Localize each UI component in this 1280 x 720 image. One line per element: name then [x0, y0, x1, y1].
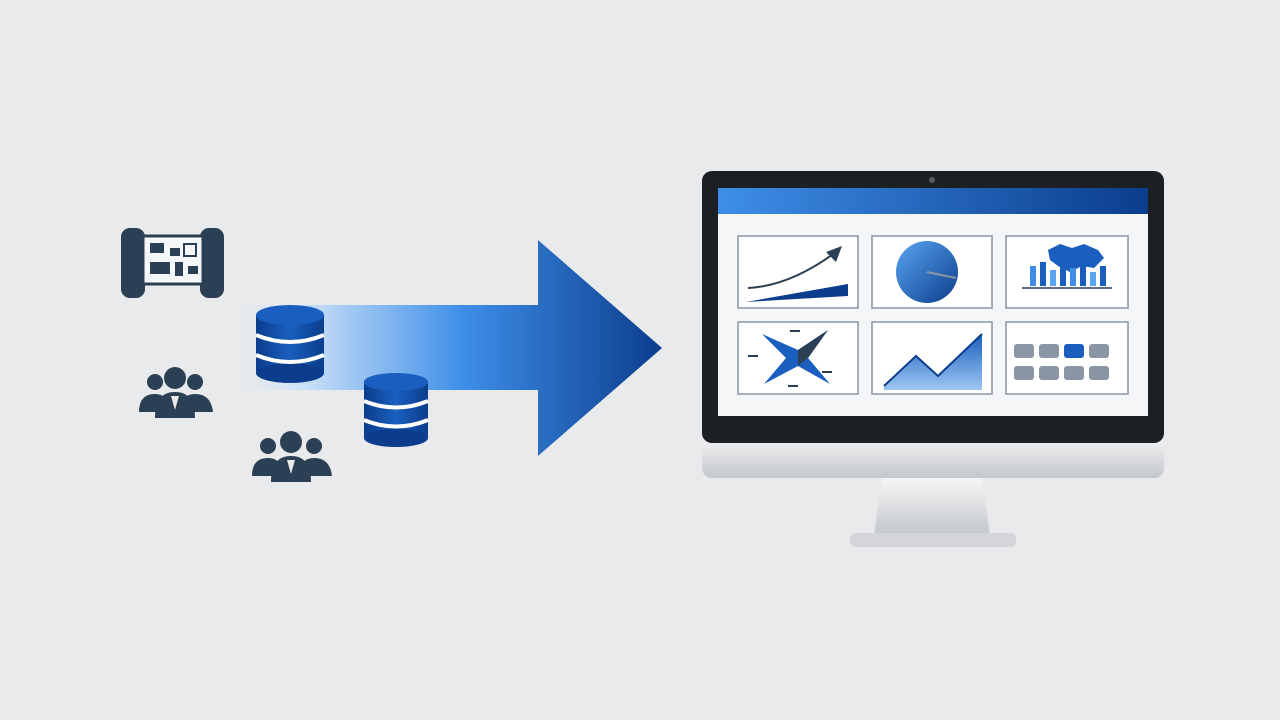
monitor-stand: [874, 478, 990, 535]
area-chart-icon: [883, 333, 983, 390]
monitor: [702, 171, 1164, 547]
user-group-icon: [252, 431, 332, 482]
dashboard-title-bar: [718, 188, 1148, 214]
compass-star-icon: [748, 330, 832, 387]
panel-trend: [737, 235, 859, 309]
bar-chart-map-icon: [1022, 244, 1112, 289]
webcam-icon: [929, 177, 935, 183]
panel-pie: [871, 235, 993, 309]
tile-grid-icon: [1014, 344, 1109, 380]
panel-tiles: [1005, 321, 1129, 395]
blueprint-document-icon: [121, 228, 224, 298]
user-group-icon: [139, 367, 213, 418]
database-icon: [363, 373, 429, 447]
panel-area: [871, 321, 993, 395]
arrow-right-icon: [220, 240, 662, 456]
database-icon: [255, 305, 325, 383]
trend-line-icon: [746, 246, 848, 302]
monitor-chin: [702, 436, 1164, 478]
pie-chart-icon: [896, 241, 958, 303]
panel-star: [737, 321, 859, 395]
panel-bar-map: [1005, 235, 1129, 309]
monitor-base: [850, 533, 1016, 547]
